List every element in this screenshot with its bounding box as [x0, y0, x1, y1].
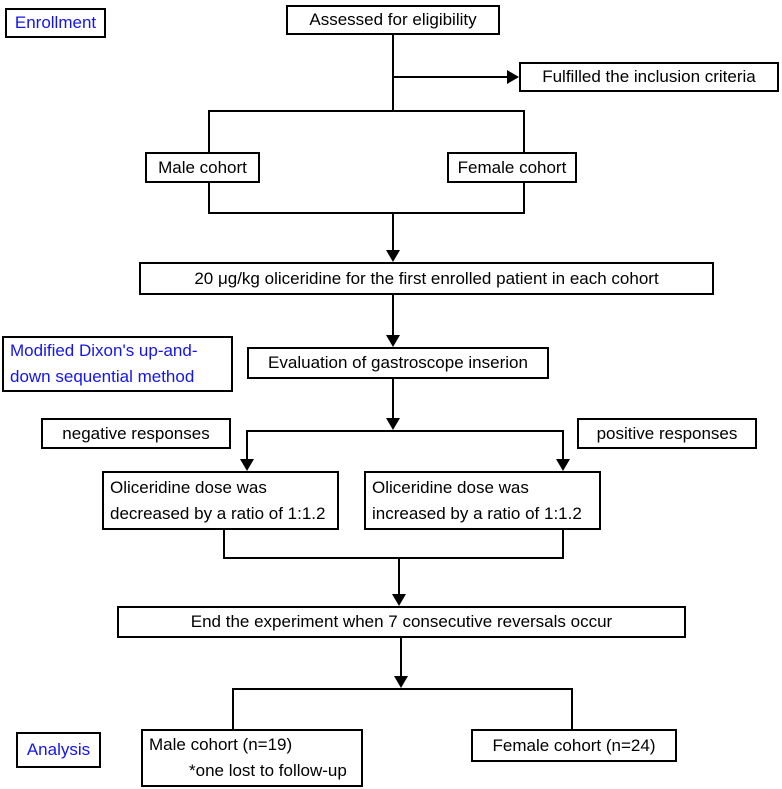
connector-end-down: [400, 637, 402, 678]
node-assessed-for-eligibility: Assessed for eligibility: [286, 5, 500, 35]
node-end-rule: End the experiment when 7 consecutive re…: [117, 606, 686, 638]
stage-label-method-line1: Modified Dixon's up-and-: [10, 341, 198, 360]
node-dose-increased-line2: increased by a ratio of 1:1.2: [372, 503, 582, 523]
node-dose-increased-line1: Oliceridine dose was: [372, 477, 529, 497]
connector-branch3-top: [232, 688, 573, 690]
node-male-analysis: Male cohort (n=19) *one lost to follow-u…: [141, 729, 363, 787]
connector-initial-to-evaluation: [392, 295, 394, 337]
connector-increase-down: [562, 529, 564, 559]
node-female-analysis: Female cohort (n=24): [471, 729, 677, 762]
node-initial-dose: 20 μg/kg oliceridine for the first enrol…: [139, 262, 714, 295]
node-evaluation-gastroscope: Evaluation of gastroscope inserion: [247, 347, 549, 379]
node-male-analysis-line2: *one lost to follow-up: [189, 761, 347, 780]
connector-branch2-left-down: [246, 432, 248, 460]
connector-converge2: [223, 557, 564, 559]
connector-female-down: [523, 182, 525, 214]
node-female-cohort: Female cohort: [447, 152, 577, 183]
connector-branch3-right-down: [571, 690, 573, 730]
connector-to-end-rule: [398, 558, 400, 596]
connector-branch1-top: [208, 110, 525, 112]
connector-decrease-down: [223, 529, 225, 559]
arrowhead-evaluation-icon: [386, 335, 400, 347]
arrowhead-right-fulfilled-icon: [507, 70, 519, 84]
node-dose-decreased: Oliceridine dose was decreased by a rati…: [102, 471, 339, 530]
connector-converge1: [208, 212, 525, 214]
connector-assessed-down: [392, 34, 394, 111]
arrowhead-increase-icon: [556, 459, 570, 471]
node-dose-increased: Oliceridine dose was increased by a rati…: [364, 471, 601, 530]
stage-label-enrollment: Enrollment: [5, 8, 106, 38]
connector-branch3-left-down: [232, 690, 234, 730]
node-positive-responses: positive responses: [577, 418, 757, 449]
connector-male-down: [208, 182, 210, 214]
connector-branch2-top: [246, 430, 564, 432]
node-dose-decreased-line2: decreased by a ratio of 1:1.2: [110, 503, 326, 523]
connector-branch2-right-down: [562, 432, 564, 460]
connector-branch1-left-down: [208, 110, 210, 153]
node-male-analysis-line1: Male cohort (n=19): [149, 735, 293, 754]
connector-evaluation-down: [392, 379, 394, 420]
arrowhead-branch2-icon: [386, 418, 400, 430]
arrowhead-end-rule-icon: [392, 594, 406, 606]
node-fulfilled-inclusion-criteria: Fulfilled the inclusion criteria: [519, 62, 779, 92]
node-male-cohort: Male cohort: [145, 152, 260, 183]
stage-label-method: Modified Dixon's up-and- down sequential…: [2, 336, 233, 392]
arrowhead-branch3-icon: [394, 676, 408, 688]
connector-to-initial-dose: [392, 213, 394, 252]
connector-branch1-right-down: [523, 110, 525, 153]
node-dose-decreased-line1: Oliceridine dose was: [110, 477, 267, 497]
stage-label-method-line2: down sequential method: [10, 367, 195, 386]
stage-label-analysis: Analysis: [16, 732, 101, 768]
arrowhead-initial-dose-icon: [386, 250, 400, 262]
arrowhead-decrease-icon: [240, 459, 254, 471]
node-negative-responses: negative responses: [41, 418, 231, 449]
connector-to-fulfilled: [394, 76, 508, 78]
